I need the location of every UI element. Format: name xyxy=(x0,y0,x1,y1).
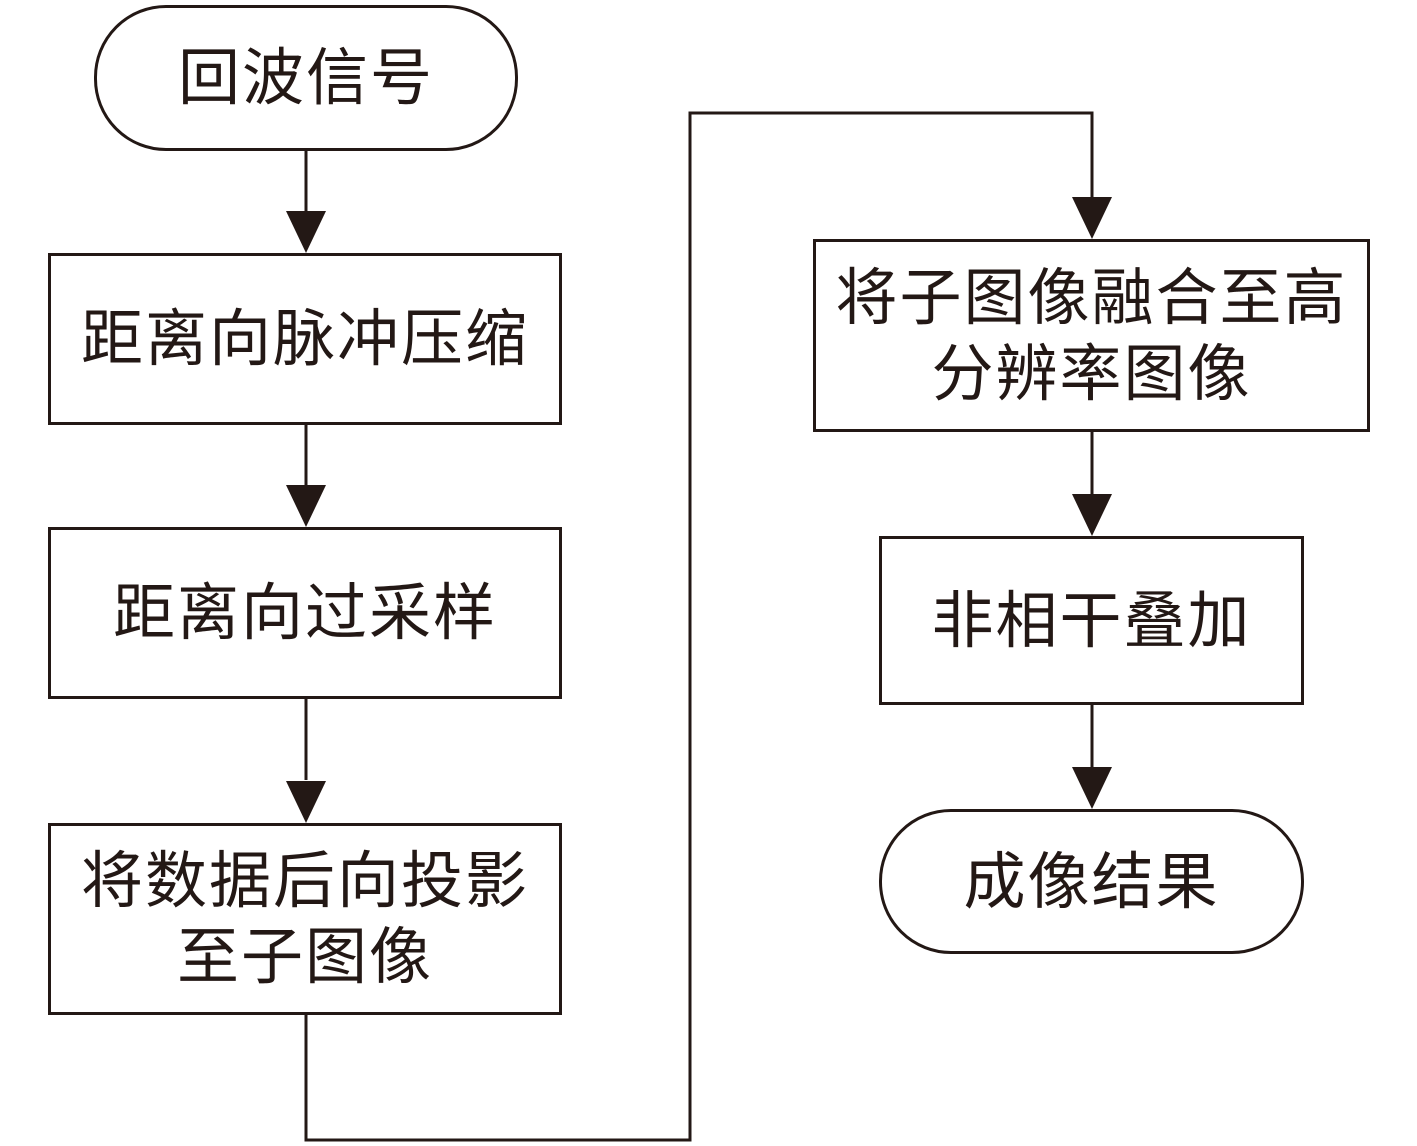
arrowhead xyxy=(286,781,326,823)
end-label: 成像结果 xyxy=(963,844,1220,918)
arrowhead xyxy=(1072,494,1112,536)
range-oversampling-box: 距离向过采样 xyxy=(48,527,562,699)
range-compression-box: 距离向脉冲压缩 xyxy=(48,253,562,425)
end-terminal: 成像结果 xyxy=(879,809,1304,954)
backprojection-box: 将数据后向投影 至子图像 xyxy=(48,823,562,1015)
arrowhead xyxy=(286,485,326,527)
arrowhead xyxy=(286,211,326,253)
arrowhead xyxy=(1072,767,1112,809)
range-compression-label: 距离向脉冲压缩 xyxy=(80,302,529,375)
fusion-box: 将子图像融合至高 分辨率图像 xyxy=(813,239,1370,432)
incoherent-sum-label: 非相干叠加 xyxy=(931,583,1252,657)
backprojection-label: 将数据后向投影 至子图像 xyxy=(80,844,529,993)
arrowhead xyxy=(1072,197,1112,239)
fusion-label: 将子图像融合至高 分辨率图像 xyxy=(835,260,1348,410)
connector-backprojection-to-fusion xyxy=(304,111,1094,1142)
range-oversampling-label: 距离向过采样 xyxy=(112,576,497,649)
incoherent-sum-box: 非相干叠加 xyxy=(879,536,1304,705)
start-terminal: 回波信号 xyxy=(94,5,518,151)
start-label: 回波信号 xyxy=(177,41,434,114)
